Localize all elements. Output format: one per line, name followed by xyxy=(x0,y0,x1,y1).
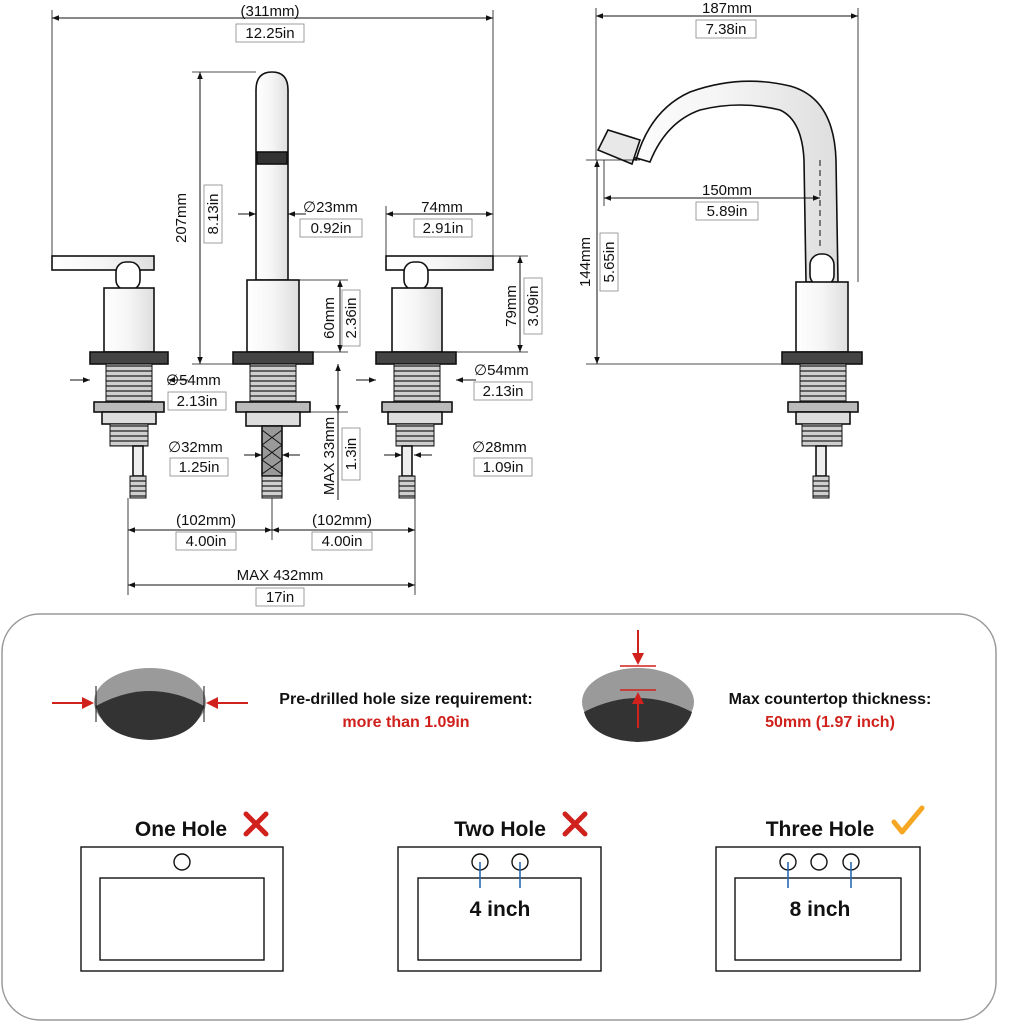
thickness-value: 50mm (1.97 inch) xyxy=(765,714,895,731)
spacing-right-in-label: 4.00in xyxy=(322,533,363,550)
height-mm-label: 207mm xyxy=(173,193,190,243)
spout-diameter-in-label: 0.92in xyxy=(311,220,352,237)
reach-in-label: 5.89in xyxy=(707,203,748,220)
side-shank-diameter-mm-label: ∅28mm xyxy=(472,439,527,456)
right-handle xyxy=(375,255,494,499)
two-hole-title: Two Hole xyxy=(454,818,546,841)
max-shank-mm-label: MAX 33mm xyxy=(321,417,338,495)
height-in-label: 8.13in xyxy=(205,194,222,235)
side-view xyxy=(586,8,863,499)
two-hole-spacing: 4 inch xyxy=(470,898,531,921)
center-shank-diameter-in-label: 1.25in xyxy=(179,459,220,476)
spout-diameter-mm-label: ∅23mm xyxy=(303,199,358,216)
front-view-labels: (311mm) 12.25in 207mm 8.13in ∅23mm 0.92i… xyxy=(166,3,543,607)
max-spread-mm-label: MAX 432mm xyxy=(237,567,324,584)
hole-size-value: more than 1.09in xyxy=(342,714,469,731)
spacing-left-mm-label: (102mm) xyxy=(176,512,236,529)
right-base-diameter-in-label: 2.13in xyxy=(483,383,524,400)
handle-height-mm-label: 79mm xyxy=(503,285,520,327)
width-mm-label: (311mm) xyxy=(241,3,300,20)
hole-size-icon xyxy=(52,668,248,740)
depth-in-label: 7.38in xyxy=(706,21,747,38)
three-hole-title: Three Hole xyxy=(766,818,875,841)
max-spread-in-label: 17in xyxy=(266,589,294,606)
spout-height-in-label: 5.65in xyxy=(601,242,618,283)
handle-width-in-label: 2.91in xyxy=(423,220,464,237)
reach-mm-label: 150mm xyxy=(702,182,752,199)
spacing-right-mm-label: (102mm) xyxy=(312,512,372,529)
depth-mm-label: 187mm xyxy=(702,0,752,17)
center-shank-diameter-mm-label: ∅32mm xyxy=(168,439,223,456)
spacing-left-in-label: 4.00in xyxy=(186,533,227,550)
hole-size-label: Pre-drilled hole size requirement: xyxy=(279,691,532,708)
center-spout xyxy=(232,71,314,499)
handle-width-mm-label: 74mm xyxy=(421,199,463,216)
spout-height-mm-label: 144mm xyxy=(577,237,594,287)
x-mark-icon xyxy=(243,811,269,837)
left-handle xyxy=(51,255,169,499)
two-hole-sink: Two Hole 4 inch xyxy=(397,811,602,972)
one-hole-sink: One Hole xyxy=(80,811,284,972)
width-in-label: 12.25in xyxy=(245,25,294,42)
left-base-diameter-in-label: 2.13in xyxy=(177,393,218,410)
front-view xyxy=(51,10,528,595)
side-view-labels: 187mm 7.38in 150mm 5.89in 144mm 5.65in xyxy=(577,0,759,292)
one-hole-title: One Hole xyxy=(135,818,227,841)
side-shank-diameter-in-label: 1.09in xyxy=(483,459,524,476)
right-base-diameter-mm-label: ∅54mm xyxy=(474,362,529,379)
max-shank-in-label: 1.3in xyxy=(343,438,360,471)
left-base-diameter-mm-label: ∅54mm xyxy=(166,372,221,389)
three-hole-spacing: 8 inch xyxy=(790,898,851,921)
base-height-in-label: 2.36in xyxy=(343,298,360,339)
thickness-label: Max countertop thickness: xyxy=(729,691,932,708)
x-mark-icon xyxy=(562,811,588,837)
installation-panel: Pre-drilled hole size requirement: more … xyxy=(1,613,997,1021)
check-mark-icon xyxy=(891,805,925,835)
base-height-mm-label: 60mm xyxy=(321,297,338,339)
three-hole-sink: Three Hole 8 inch xyxy=(715,805,925,972)
thickness-icon xyxy=(582,630,694,742)
handle-height-in-label: 3.09in xyxy=(525,286,542,327)
